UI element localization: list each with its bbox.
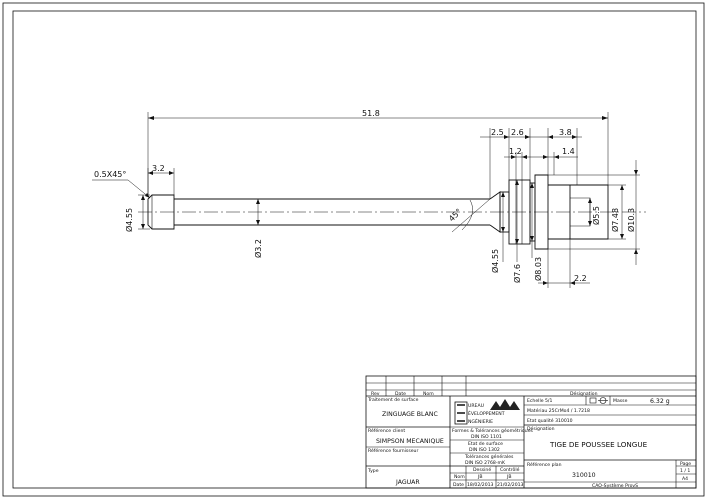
dim-1-2: 1.2 [509, 147, 522, 156]
designation-label: Désignation [527, 425, 555, 432]
reference-fournisseur-label: Référence fournisseur [368, 447, 418, 454]
formes-value: DIN ISO 1101 [471, 434, 502, 440]
rev-col-designation: Désignation [570, 390, 598, 397]
format-value: A4 [682, 476, 688, 482]
software: CAO-Système ProvS [592, 482, 638, 489]
dim-2-5: 2.5 [491, 128, 504, 137]
crown-icon [490, 399, 520, 410]
dim-head-length: 3.2 [152, 164, 165, 173]
dim-bore-dia: Ø5.5 [591, 206, 601, 225]
dessine-header: Dessiné [473, 466, 491, 473]
dim-overall-length: 51.8 [362, 109, 380, 118]
designation-value: TIGE DE POUSSEE LONGUE [549, 440, 648, 449]
nom-controle: JB [506, 474, 512, 480]
type-label: Type [367, 468, 379, 474]
dimensions: 51.8 0.5X45° 3.2 Ø4.55 Ø3.2 45° [92, 109, 640, 288]
dim-cup-inner-dia: Ø7.48 [610, 208, 620, 232]
formes-label: Formes & Tolérances géométriques [452, 427, 534, 434]
part-view [138, 174, 646, 250]
dim-collar-dia: Ø4.55 [490, 249, 500, 273]
title-block: Rev Date Nom Désignation Traitement de s… [365, 375, 697, 489]
traitement-value: ZINGUAGE BLANC [382, 411, 438, 418]
traitement-label: Traitement de surface [367, 397, 419, 403]
date-controle: 21/02/2013 [497, 482, 524, 488]
dim-2-6: 2.6 [511, 128, 524, 137]
nom-dessine: JB [477, 474, 483, 480]
page-label: Page [680, 461, 691, 467]
rev-col-nom: Nom [423, 391, 434, 397]
rev-col-rev: Rev [371, 391, 380, 397]
nom-row-label: Nom [454, 474, 465, 480]
masse-value: 6.32 g [650, 398, 670, 405]
type-value: JAGUAR [395, 479, 420, 486]
etat-qualite: Etat qualité 310010 [527, 417, 573, 424]
date-dessine: 18/02/2013 [467, 482, 494, 488]
echelle: Echelle 5/1 [527, 398, 552, 404]
dim-2-2: 2.2 [574, 274, 587, 283]
reference-plan-value: 310010 [572, 472, 596, 479]
controle-header: Contrôlé [500, 466, 520, 473]
dim-head-dia: Ø4.55 [124, 208, 134, 232]
tolerances-value: DIN ISO 2768-mK [465, 460, 506, 466]
etat-surface-value: DIN ISO 1302 [469, 447, 500, 453]
logo-line-1: UREAU [468, 403, 484, 409]
dim-1-4: 1.4 [562, 147, 575, 156]
dim-flange-dia: Ø7.6 [512, 264, 522, 283]
dim-flange-outer-dia: Ø8.03 [533, 257, 543, 281]
dim-cup-outer-dia: Ø10.3 [626, 208, 636, 232]
masse-label: Masse [613, 398, 628, 404]
reference-client-value: SIMPSON MECANIQUE [376, 438, 444, 445]
rev-col-date: Date [395, 391, 406, 397]
etat-surface-label: Etat de surface [468, 441, 503, 447]
logo-line-3: NGÉNIERIE [468, 417, 493, 425]
reference-plan-label: Référence plan [527, 461, 562, 468]
inner-frame [12, 10, 697, 489]
company-logo: UREAU ÉVELOPPEMENT NGÉNIERIE [454, 399, 520, 425]
page-value: 1 / 1 [680, 468, 690, 474]
logo-line-2: ÉVELOPPEMENT [468, 409, 505, 417]
dim-shaft-dia: Ø3.2 [253, 239, 263, 258]
projection-icon [589, 397, 597, 404]
materiau: Matériau 25CrMo4 / 1.7218 [527, 407, 590, 414]
dim-chamfer: 0.5X45° [94, 170, 126, 179]
dim-angle: 45° [447, 207, 463, 223]
dim-3-8: 3.8 [559, 128, 572, 137]
date-row-label: Date [453, 482, 464, 488]
tolerances-label: Tolérances générales [464, 453, 514, 460]
reference-client-label: Référence client [368, 427, 405, 434]
